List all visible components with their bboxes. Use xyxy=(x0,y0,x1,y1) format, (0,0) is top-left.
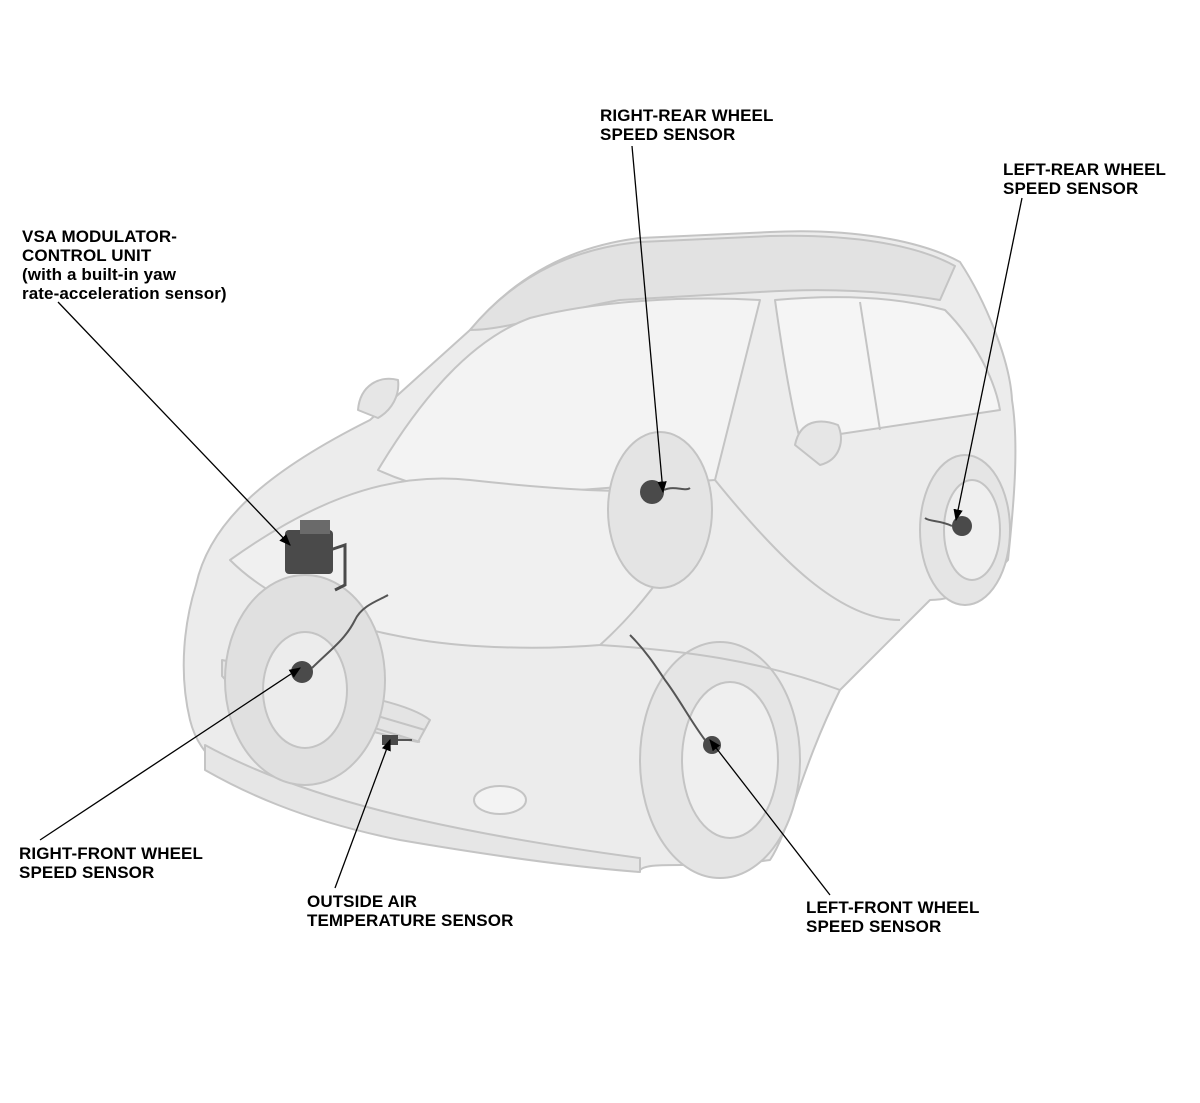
leader-left-rear xyxy=(953,197,1023,522)
right-front-wheel-speed-sensor-label: RIGHT-FRONT WHEEL SPEED SENSOR xyxy=(19,844,203,882)
label-line: SPEED SENSOR xyxy=(806,917,942,936)
right-rear-wheel-speed-sensor-label: RIGHT-REAR WHEEL SPEED SENSOR xyxy=(600,106,773,144)
leader-lines xyxy=(39,145,1023,896)
label-line: SPEED SENSOR xyxy=(600,125,736,144)
left-front-wheel-speed-sensor-label: LEFT-FRONT WHEEL SPEED SENSOR xyxy=(806,898,979,936)
leader-left-front xyxy=(709,739,831,896)
label-line: (with a built-in yaw xyxy=(22,265,177,284)
label-line: RIGHT-REAR WHEEL xyxy=(600,106,774,125)
leader-right-rear xyxy=(631,145,667,494)
label-line: rate-acceleration sensor) xyxy=(22,284,227,303)
label-line: SPEED SENSOR xyxy=(19,863,155,882)
label-line: VSA MODULATOR- xyxy=(22,227,178,246)
vsa-modulator-unit xyxy=(285,520,347,592)
vsa-modulator-control-unit-label: VSA MODULATOR- CONTROL UNIT (with a buil… xyxy=(22,227,227,303)
outside-air-temperature-sensor-label: OUTSIDE AIR TEMPERATURE SENSOR xyxy=(307,892,513,930)
label-line: TEMPERATURE SENSOR xyxy=(307,911,514,930)
label-line: OUTSIDE AIR xyxy=(307,892,418,911)
label-line: SPEED SENSOR xyxy=(1003,179,1139,198)
label-line: LEFT-FRONT WHEEL xyxy=(806,898,980,917)
left-rear-wheel-speed-sensor-label: LEFT-REAR WHEEL SPEED SENSOR xyxy=(1003,160,1166,198)
vehicle-body xyxy=(182,230,1017,879)
label-line: RIGHT-FRONT WHEEL xyxy=(19,844,203,863)
label-line: LEFT-REAR WHEEL xyxy=(1003,160,1166,179)
leader-right-front xyxy=(39,667,301,841)
label-line: CONTROL UNIT xyxy=(22,246,152,265)
leader-outside-air xyxy=(334,738,391,889)
leader-vsa xyxy=(57,301,291,546)
